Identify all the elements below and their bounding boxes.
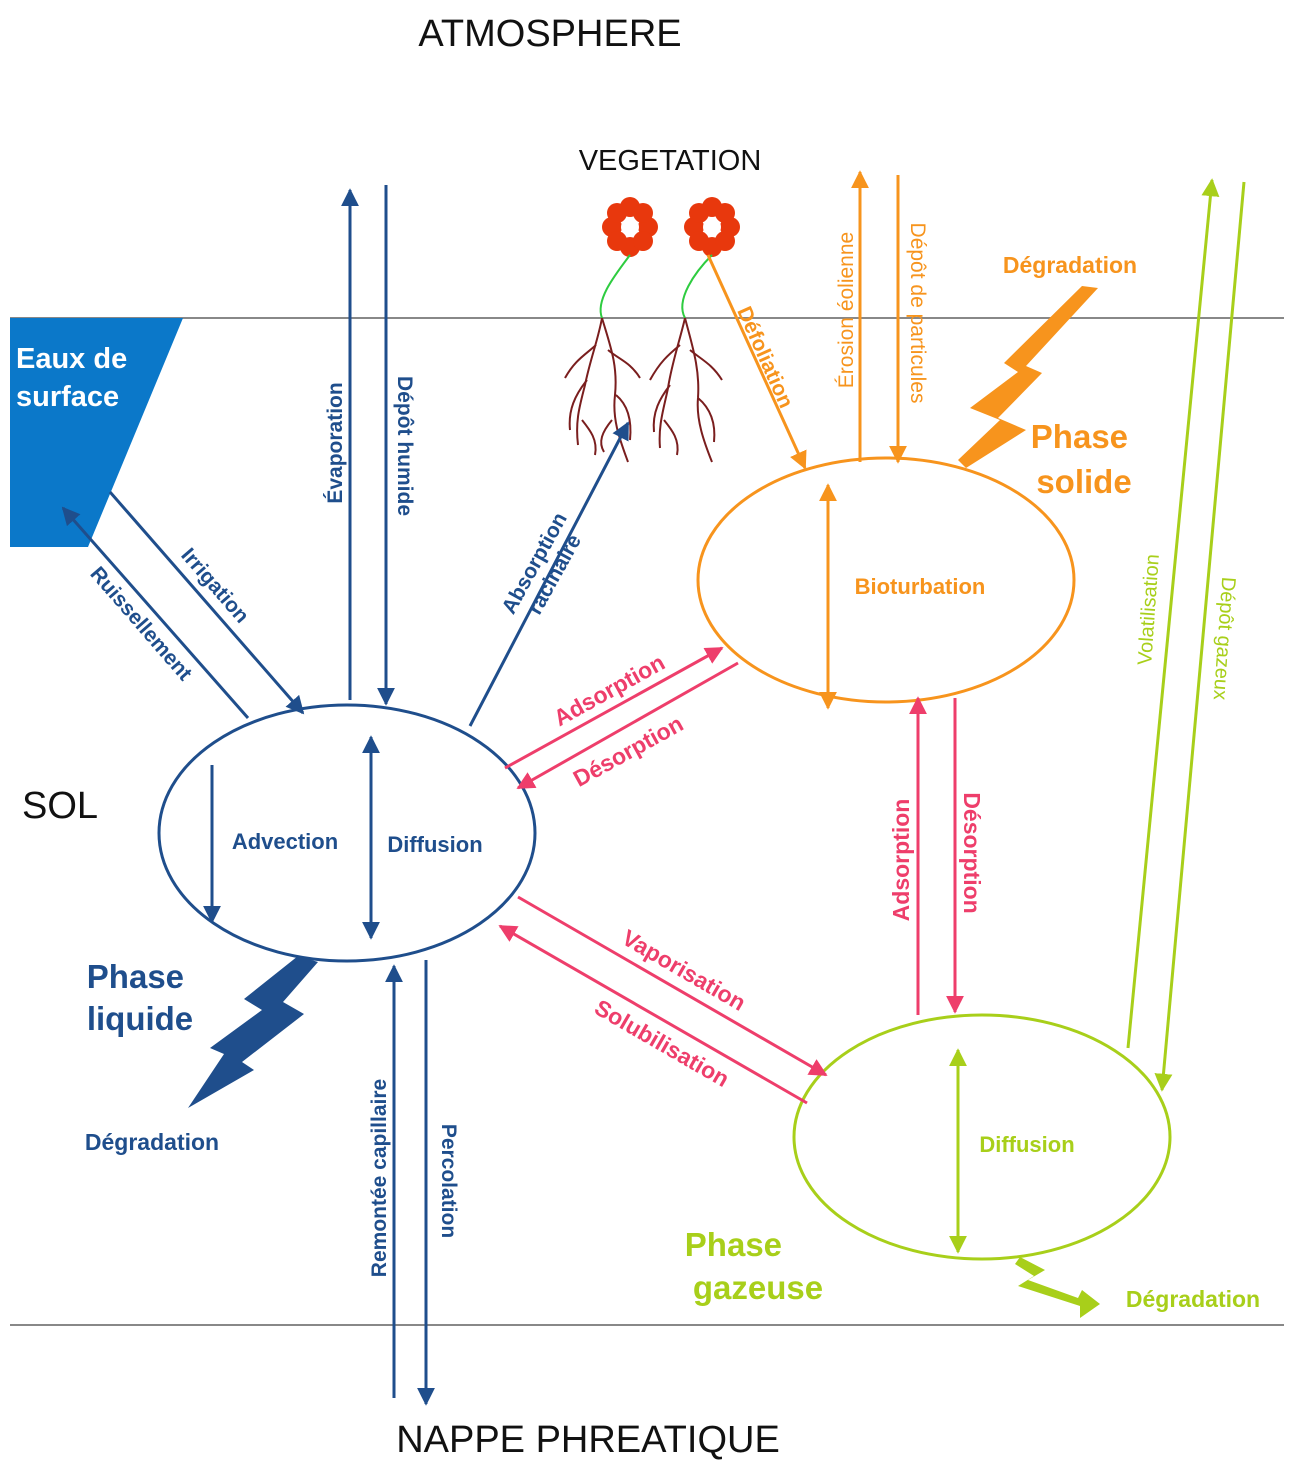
evaporation-label: Évaporation [324,382,347,503]
root-icon [564,317,641,463]
solubilisation-arrow [498,924,808,1105]
gas-phase-ellipse [792,1013,1172,1261]
stem-icon [599,254,631,319]
diffusion-gas-label: Diffusion [979,1132,1074,1157]
atmosphere-label: ATMOSPHERE [418,13,681,55]
absorption-racinaire-label: Absorption racinaire [497,509,586,619]
bioturbation-label: Bioturbation [855,574,986,599]
desorption-liquid-solid-arrow [516,661,739,790]
degradation-solid-label: Dégradation [1003,252,1137,278]
remontee-capillaire-label: Remontée capillaire [368,1079,391,1277]
sol-label: SOL [22,785,98,827]
adsorption-liquid-solid-label: Adsorption [549,649,669,731]
flower-icon [684,197,740,257]
advection-label: Advection [232,829,338,854]
percolation-label: Percolation [437,1124,460,1238]
desorption-gas-solid-label: Désorption [959,792,985,913]
solid-phase-ellipse [696,456,1076,704]
volatilisation-label: Volatilisation [1134,553,1164,665]
degradation-gas-bolt-icon [1015,1257,1100,1318]
ruissellement-arrow [61,506,250,719]
irrigation-label: Irrigation [176,544,253,628]
volatilisation-arrow [1126,178,1220,1049]
degradation-gas-label: Dégradation [1126,1286,1260,1312]
depot-gazeux-arrow [1154,181,1246,1092]
vaporisation-label: Vaporisation [618,924,751,1016]
phase-solide-label: Phase solide [1031,418,1137,500]
nappe-phreatique-label: NAPPE PHREATIQUE [396,1419,780,1461]
surface-water-shape [10,318,183,547]
phase-liquide-label: Phase liquide [87,958,193,1037]
depot-particules-label: Dépôt de particules [906,223,929,404]
degradation-solid-bolt-icon [958,286,1098,468]
liquid-phase-ellipse [157,703,537,963]
absorption-racinaire-arrow [468,421,630,727]
depot-humide-label: Dépôt humide [393,376,416,516]
diffusion-liquid-label: Diffusion [387,832,482,857]
adsorption-gas-solid-label: Adsorption [888,799,914,922]
stem-icon [681,254,713,319]
ruissellement-label: Ruissellement [86,562,197,685]
defoliation-label: Défoliation [732,303,797,411]
defoliation-arrow [706,254,807,470]
surface-water-label: Eaux de surface [16,343,135,413]
erosion-eolienne-label: Érosion éolienne [835,232,858,388]
adsorption-liquid-solid-arrow [504,646,724,770]
flower-icon [602,197,658,257]
degradation-liquid-bolt-icon [188,956,318,1108]
phase-gazeuse-label: Phase gazeuse [685,1226,823,1306]
vaporisation-arrow [517,895,828,1077]
irrigation-arrow [108,491,305,715]
vegetation-label: VEGETATION [579,145,762,177]
root-icon [649,317,723,463]
depot-gazeux-label: Dépôt gazeux [1209,576,1240,701]
degradation-liquid-label: Dégradation [85,1129,219,1155]
